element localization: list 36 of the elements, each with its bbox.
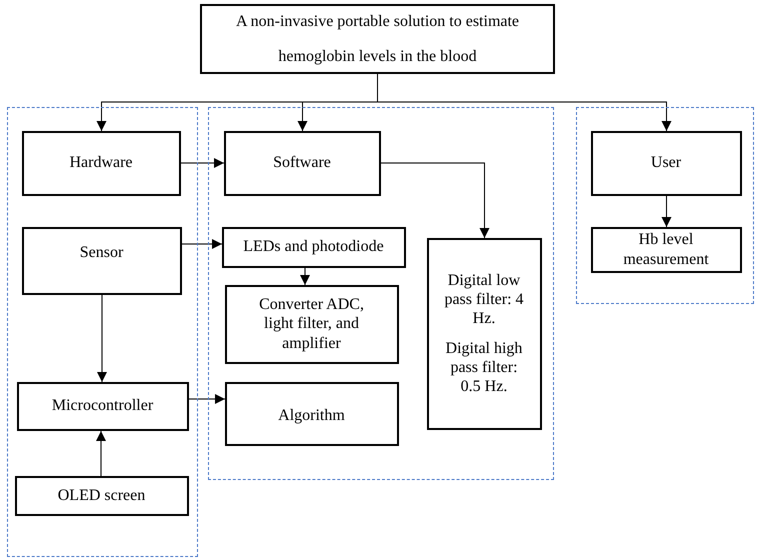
process-box <box>224 284 398 364</box>
process-box <box>200 4 555 74</box>
arrow <box>180 158 224 168</box>
process-box <box>426 238 542 430</box>
process-box <box>224 382 398 446</box>
node-text: Microcontroller <box>52 396 154 416</box>
arrow <box>380 162 490 238</box>
node-text: Software <box>273 152 331 172</box>
process-box <box>14 476 188 516</box>
node-text: Hb level measurement <box>622 230 710 269</box>
dashed-group-frame <box>208 107 554 480</box>
process-box <box>16 382 188 430</box>
node-text: Converter ADC, light filter, and amplifier <box>258 295 365 353</box>
node-text: A non-invasive portable solution to estimate hemoglobin levels in the blood <box>234 12 520 67</box>
process-box <box>590 130 742 196</box>
process-box <box>22 226 182 294</box>
node-text: User <box>650 152 682 172</box>
node-text: Algorithm <box>278 406 345 425</box>
arrow <box>188 394 226 404</box>
process-box <box>222 226 406 268</box>
arrow <box>96 430 106 476</box>
process-box <box>590 226 742 272</box>
node-text: Hardware <box>69 152 133 172</box>
arrow <box>97 294 107 382</box>
node-text: Digital high pass filter: 0.5 Hz. <box>444 338 524 396</box>
process-box <box>224 130 380 196</box>
arrow <box>182 239 222 249</box>
arrow <box>300 268 310 286</box>
node-text: LEDs and photodiode <box>243 237 384 257</box>
arrow <box>662 196 672 228</box>
node-text: Sensor <box>80 242 124 262</box>
node-text: Digital low pass filter: 4 Hz. <box>443 270 525 328</box>
dashed-group-frame <box>576 107 754 304</box>
node-text: OLED screen <box>58 486 146 506</box>
dashed-group-frame <box>7 107 198 557</box>
process-box <box>22 130 180 196</box>
